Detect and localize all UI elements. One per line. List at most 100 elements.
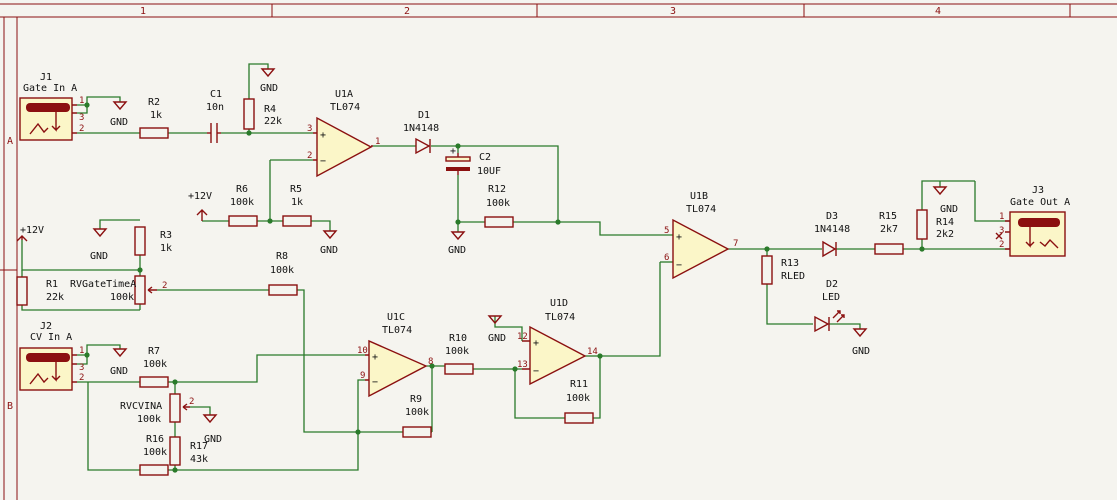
diode-d3: D3 1N4148 <box>814 211 850 258</box>
rv-gate-time-a-pin: 2 <box>162 281 167 291</box>
diode-d1: D1 1N4148 <box>403 110 439 155</box>
r11-value: 100k <box>566 393 590 404</box>
jack-j1-pin-2: 2 <box>79 124 84 134</box>
u1b-plus: + <box>676 232 682 243</box>
rv-cvin-a-value: 100k <box>137 414 161 425</box>
sheet-frame: 1 2 3 4 A B <box>0 3 1117 500</box>
gnd-label-2: GND <box>260 83 278 94</box>
u1a-plus: + <box>320 130 326 141</box>
u1b-pin-6: 6 <box>664 253 669 263</box>
u1c-plus: + <box>372 352 378 363</box>
junctions <box>84 102 925 473</box>
jack-j2-pin-2: 2 <box>79 373 84 383</box>
rv-cvin-a-pin: 2 <box>189 397 194 407</box>
frame-col-4: 4 <box>935 6 941 17</box>
u1d-pin-13: 13 <box>517 360 528 370</box>
r2-value: 1k <box>150 110 162 121</box>
r17-ref: R17 <box>190 441 208 452</box>
d1-ref: D1 <box>418 110 430 121</box>
capacitor-c2: + C2 10UF <box>445 146 501 177</box>
opamp-u1d: + − 12 13 14 U1D TL074 <box>517 298 598 386</box>
u1b-value: TL074 <box>686 204 716 215</box>
gnd-label-7: GND <box>204 434 222 445</box>
u1a-minus: − <box>320 156 326 167</box>
jack-j2-value: CV In A <box>30 332 72 343</box>
u1d-plus: + <box>533 338 539 349</box>
u1d-pin-12: 12 <box>517 332 528 342</box>
gnd-labels: GND GND GND GND GND GND GND GND GND GND <box>90 83 958 445</box>
u1b-pin-7: 7 <box>733 239 738 249</box>
rv-gate-time-a-value: 100k <box>110 292 134 303</box>
r4-value: 22k <box>264 116 282 127</box>
jack-j3-pin-3: 3 <box>999 226 1004 236</box>
gnd-label-5: GND <box>90 251 108 262</box>
r12-value: 100k <box>486 198 510 209</box>
jack-j2-pin-1: 1 <box>79 346 84 356</box>
frame-col-2: 2 <box>404 6 410 17</box>
u1a-pin-1: 1 <box>375 137 380 147</box>
u1d-pin-14: 14 <box>587 347 598 357</box>
r14-ref: R14 <box>936 217 954 228</box>
c2-polarity: + <box>450 146 456 157</box>
rv-gate-time-a-ref: RVGateTimeA <box>70 279 136 290</box>
u1a-ref: U1A <box>335 89 353 100</box>
opamp-u1c: + − 10 9 8 U1C TL074 <box>357 312 433 398</box>
u1c-minus: − <box>372 377 378 388</box>
r1-ref: R1 <box>46 279 58 290</box>
gnd-label-1: GND <box>110 117 128 128</box>
plus12v-label-1: +12V <box>188 191 212 202</box>
jack-j3-pin-1: 1 <box>999 212 1004 222</box>
r5-value: 1k <box>291 197 303 208</box>
r3-ref: R3 <box>160 230 172 241</box>
gnd-label-8: GND <box>488 333 506 344</box>
plus12v-label-2: +12V <box>20 225 44 236</box>
r9-value: 100k <box>405 407 429 418</box>
jack-j1-value: Gate In A <box>23 83 77 94</box>
r2-ref: R2 <box>148 97 160 108</box>
opamp-u1b: + − 5 6 7 U1B TL074 <box>664 191 738 280</box>
r1-value: 22k <box>46 292 64 303</box>
d2-value: LED <box>822 292 840 303</box>
u1d-minus: − <box>533 366 539 377</box>
r3-value: 1k <box>160 243 172 254</box>
gnd-label-10: GND <box>940 204 958 215</box>
jack-j1-pin-3: 3 <box>79 113 84 123</box>
r10-value: 100k <box>445 346 469 357</box>
u1a-pin-3: 3 <box>307 124 312 134</box>
plus12v-symbols: +12V +12V <box>16 191 212 242</box>
pot-rv-cvin-a: 2 RVCVINA 100k <box>120 393 194 425</box>
u1d-ref: U1D <box>550 298 568 309</box>
resistors <box>16 98 928 476</box>
r4-ref: R4 <box>264 104 276 115</box>
pot-rv-gate-time-a: 2 RVGateTimeA 100k <box>70 275 167 305</box>
jack-j2: 1 3 2 J2 CV In A <box>19 321 84 391</box>
u1c-pin-9: 9 <box>360 371 365 381</box>
jack-j1-ref: J1 <box>40 72 52 83</box>
frame-col-3: 3 <box>670 6 676 17</box>
rv-cvin-a-ref: RVCVINA <box>120 401 162 412</box>
jack-j2-pin-3: 3 <box>79 363 84 373</box>
r5-ref: R5 <box>290 184 302 195</box>
r8-value: 100k <box>270 265 294 276</box>
u1b-ref: U1B <box>690 191 708 202</box>
r16-ref: R16 <box>146 434 164 445</box>
frame-col-1: 1 <box>140 6 146 17</box>
gnd-label-9: GND <box>852 346 870 357</box>
jack-j1-pin-1: 1 <box>79 96 84 106</box>
r11-ref: R11 <box>570 379 588 390</box>
frame-row-b: B <box>7 401 13 412</box>
jack-j3: 1 3 2 J3 Gate Out A <box>995 185 1070 257</box>
jack-j3-ref: J3 <box>1032 185 1044 196</box>
u1a-pin-2: 2 <box>307 151 312 161</box>
d2-ref: D2 <box>826 279 838 290</box>
jack-j1: 1 3 2 J1 Gate In A <box>19 72 84 141</box>
c1-value: 10n <box>206 102 224 113</box>
r7-ref: R7 <box>148 346 160 357</box>
r16-value: 100k <box>143 447 167 458</box>
capacitor-c1: C1 10n <box>206 89 224 143</box>
r13-value: RLED <box>781 271 805 282</box>
r6-value: 100k <box>230 197 254 208</box>
gnd-symbols <box>92 68 948 424</box>
d3-ref: D3 <box>826 211 838 222</box>
r15-value: 2k7 <box>880 224 898 235</box>
